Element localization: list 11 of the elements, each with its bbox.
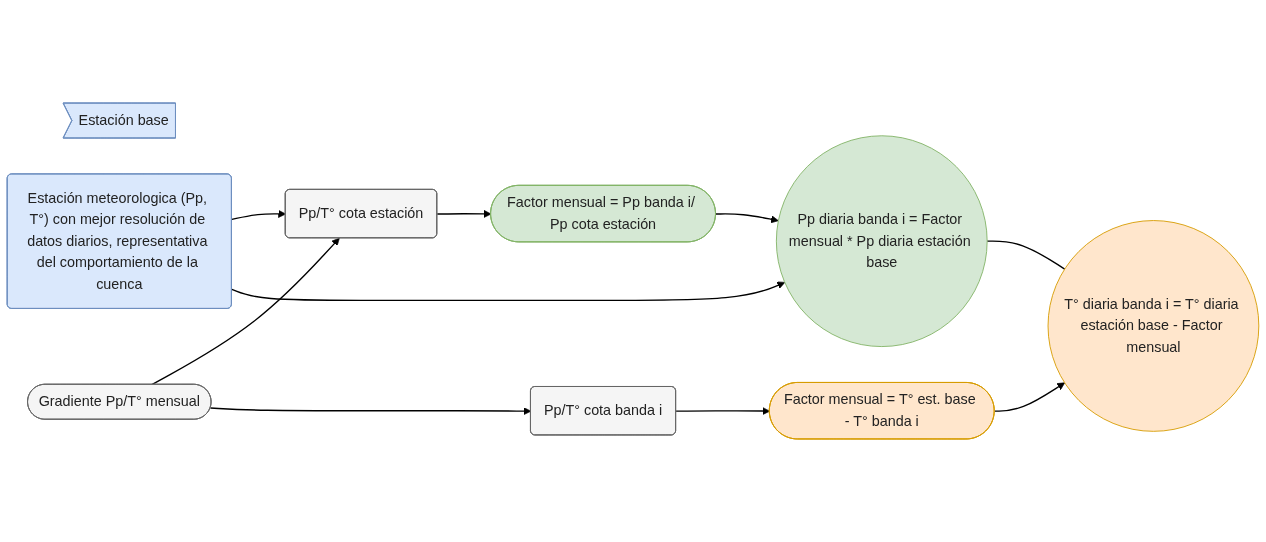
- arrow: [231, 210, 287, 221]
- arrow: [151, 237, 340, 386]
- arrow: [715, 213, 779, 224]
- node-circle: Pp diaria banda i = Factor mensual * Pp diaria estación base: [775, 135, 988, 347]
- arrow: [231, 281, 786, 302]
- arrow: [209, 407, 532, 416]
- arrow: [436, 210, 492, 218]
- connector: [986, 240, 1066, 270]
- arrow: [675, 407, 771, 415]
- arrow: [993, 382, 1066, 412]
- node-circle: T° diaria banda i = T° diaria estación base - Factor mensual: [1047, 220, 1260, 432]
